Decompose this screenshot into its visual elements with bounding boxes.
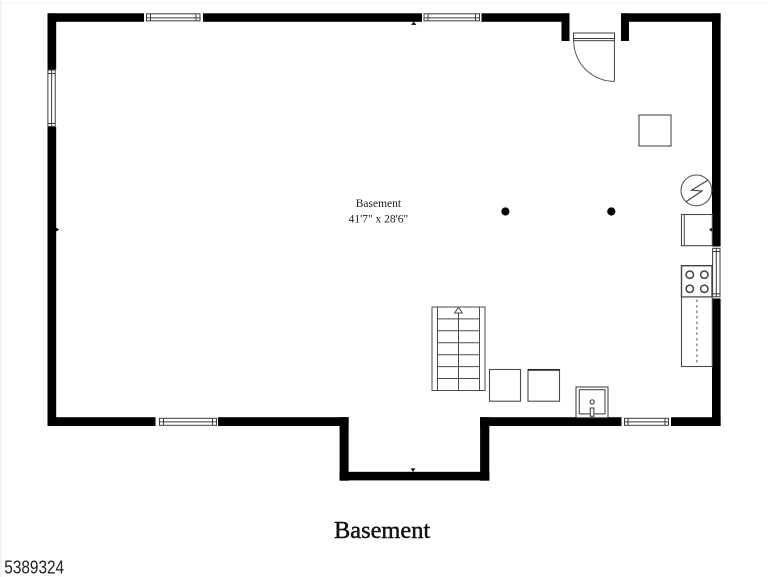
svg-text:41'7" x 28'6": 41'7" x 28'6" — [349, 213, 409, 225]
svg-text:5389324: 5389324 — [4, 557, 64, 577]
svg-text:Basement: Basement — [356, 198, 402, 210]
svg-text:Basement: Basement — [334, 517, 430, 544]
